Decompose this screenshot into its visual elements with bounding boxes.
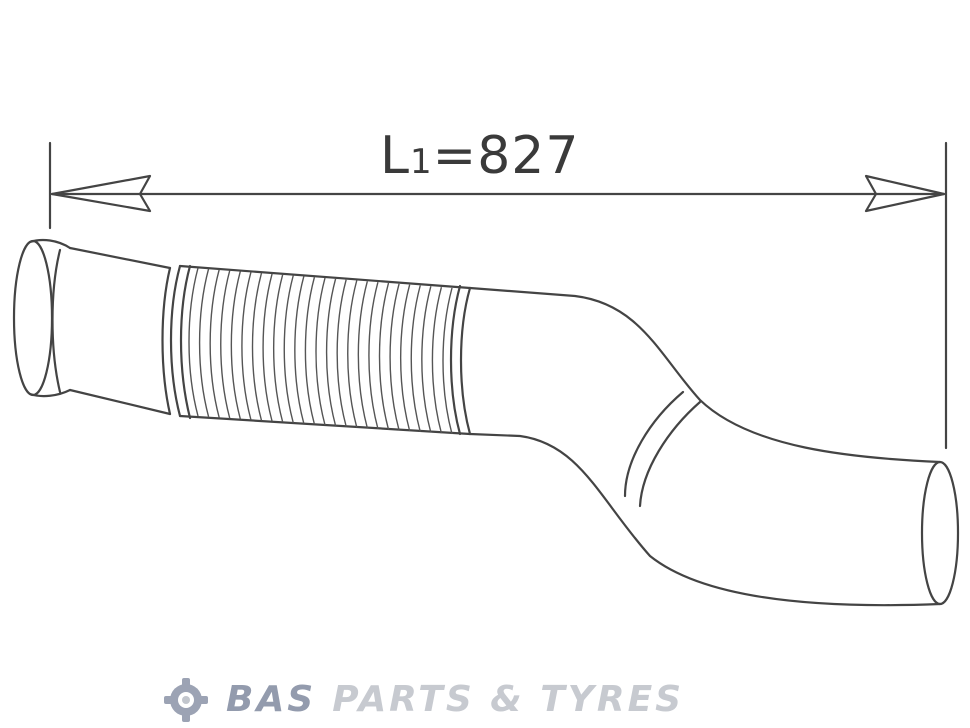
bellows-ring <box>251 272 263 421</box>
bellows-ring <box>336 279 347 427</box>
bellows-ring <box>230 271 242 420</box>
bellows-ring <box>294 276 305 424</box>
bellows-ring <box>378 282 390 430</box>
bellows-ring <box>400 284 411 432</box>
bellows-ring <box>188 267 199 417</box>
arrowhead-left <box>50 174 152 213</box>
dimension-subscript: 1 <box>409 142 433 182</box>
bellows-ring <box>389 283 400 431</box>
bellows-ring <box>410 285 421 432</box>
bellows-ring <box>431 286 443 434</box>
bellows-ring <box>209 269 220 418</box>
bellows-corrugations <box>188 267 453 435</box>
bellows-ring <box>220 270 231 419</box>
bellows-ring <box>304 276 316 425</box>
gear-logo-icon <box>164 678 208 722</box>
bellows-ring <box>357 281 369 429</box>
pipe-outline <box>12 238 960 607</box>
bellows-ring <box>325 278 337 426</box>
dimension-symbol: L <box>380 126 410 186</box>
watermark-tagline: PARTS & TYRES <box>332 679 685 720</box>
bellows-ring <box>241 271 252 420</box>
bellows-ring <box>442 287 453 435</box>
arrowhead-right <box>864 174 946 213</box>
bellows-ring <box>368 281 379 429</box>
bellows-ring <box>347 280 358 428</box>
length-dimension-label: L1=827 <box>380 130 579 182</box>
dimension-value: 827 <box>477 126 580 186</box>
bellows-ring <box>283 275 294 423</box>
bellows-ring <box>315 277 326 426</box>
bellows-ring <box>421 286 432 433</box>
exhaust-pipe-diagram <box>12 141 960 607</box>
brand-watermark: BAS PARTS & TYRES <box>160 676 684 724</box>
bellows-ring <box>198 268 210 417</box>
watermark-brand: BAS <box>226 679 317 720</box>
bellows-ring <box>273 274 284 423</box>
dimension-equals: = <box>432 126 478 186</box>
bellows-ring <box>262 273 273 422</box>
